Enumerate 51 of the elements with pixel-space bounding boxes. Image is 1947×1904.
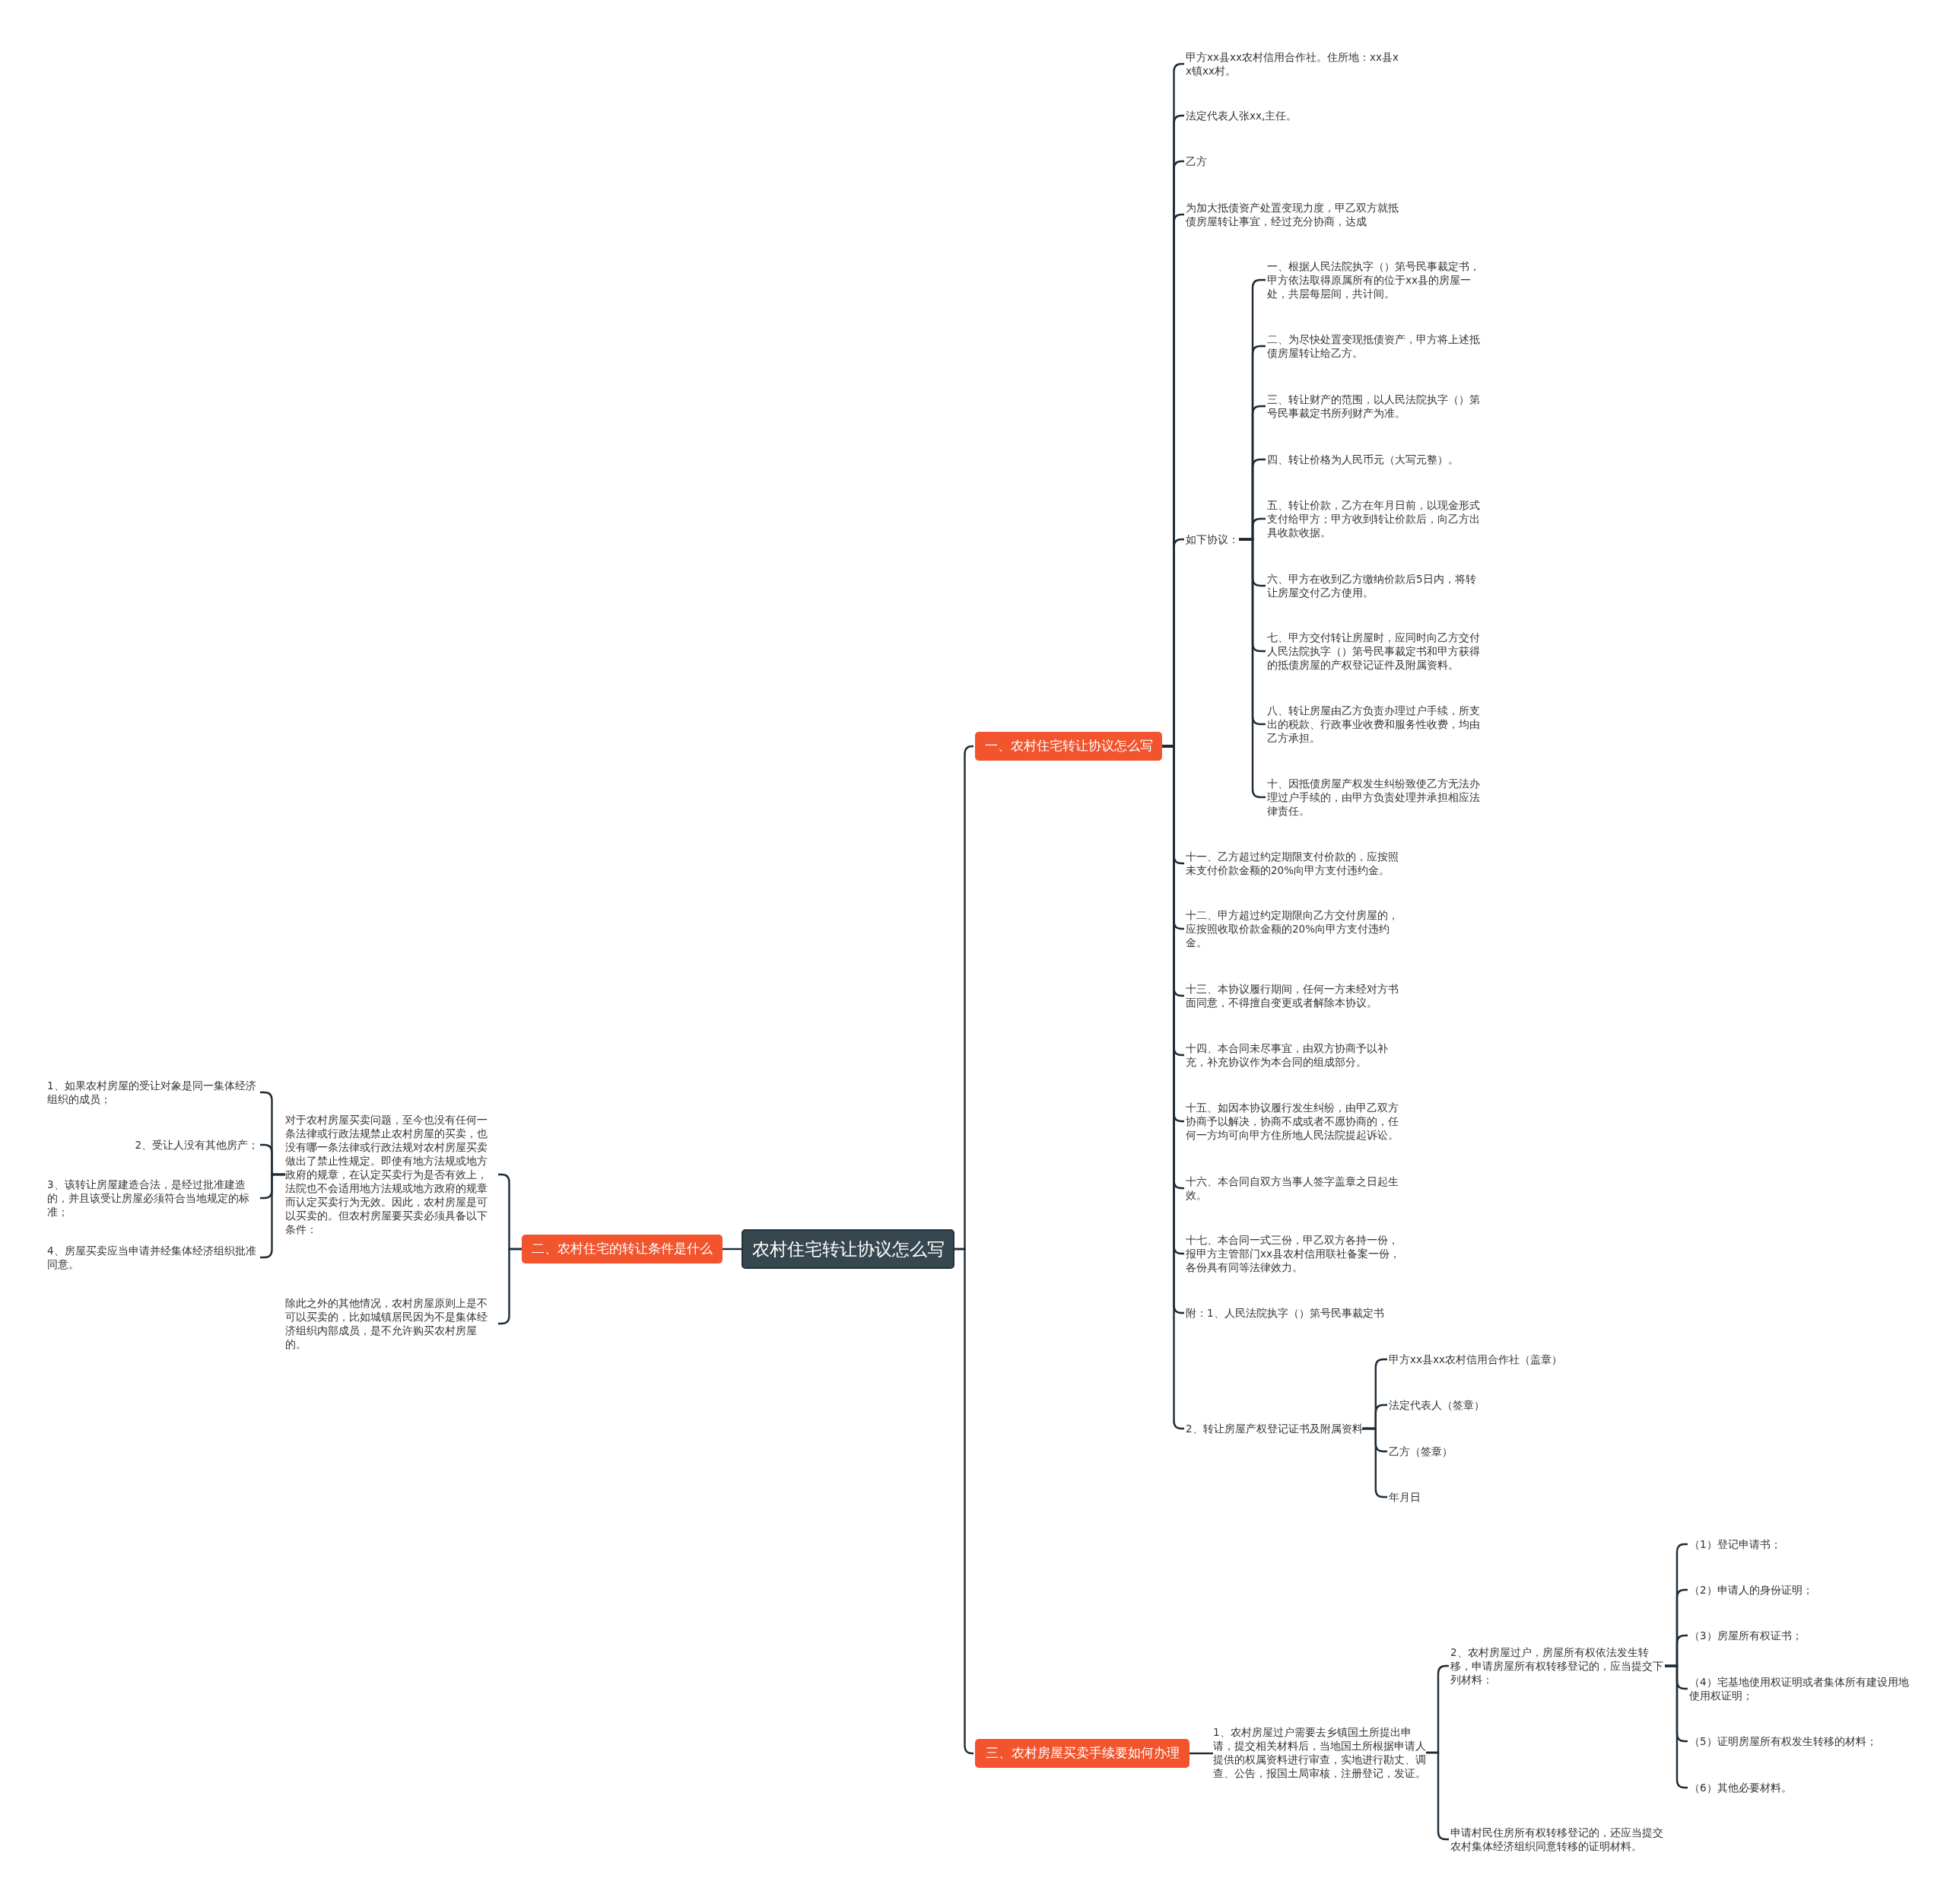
topic-text: （4）宅基地使用权证明或者集体所有建设用地使用权证明； <box>1689 1675 1910 1702</box>
connector-line <box>1426 1751 1449 1841</box>
topic-text: 二、为尽快处置变现抵债资产，甲方将上述抵债房屋转让给乙方。 <box>1267 332 1480 360</box>
topic-text: 法定代表人张xx,主任。 <box>1186 109 1297 122</box>
topic-text: 八、转让房屋由乙方负责办理过户手续，所支出的税款、行政事业收费和服务性收费，均由乙方承担。 <box>1267 704 1480 745</box>
topic-text: 1、农村房屋过户需要去乡镇国土所提出申请，提交相关材料后，当地国土所根据申请人提供的权属资料进行审查，实地进行勘丈、调查、公告，报国土局审核，注册登记，发证。 <box>1213 1725 1426 1780</box>
topic-text: 六、甲方在收到乙方缴纳价款后5日内，将转让房屋交付乙方使用。 <box>1267 572 1480 599</box>
branch-topic-box: 一、农村住宅转让协议怎么写 <box>975 732 1162 761</box>
topic-text: 2、转让房屋产权登记证书及附属资料 <box>1186 1422 1363 1435</box>
topic-text: 乙方 <box>1186 154 1207 168</box>
topic-text: 2、受让人没有其他房产； <box>135 1138 259 1152</box>
connector-line <box>1189 1752 1213 1755</box>
branch-topic-box: 三、农村房屋买卖手续要如何办理 <box>975 1739 1189 1768</box>
topic-text: 十、因抵债房屋产权发生纠纷致使乙方无法办理过户手续的，由甲方负责处理并承担相应法律责任。 <box>1267 777 1480 818</box>
topic-text: （6）其他必要材料。 <box>1689 1781 1792 1794</box>
topic-text: 甲方xx县xx农村信用合作社。住所地：xx县xx镇xx村。 <box>1186 50 1399 78</box>
topic-text: 十三、本协议履行期间，任何一方未经对方书面同意，不得擅自变更或者解除本协议。 <box>1186 982 1402 1009</box>
topic-text: 2、农村房屋过户，房屋所有权依法发生转移，申请房屋所有权转移登记的，应当提交下列材料： <box>1450 1645 1665 1686</box>
topic-text: 十六、本合同自双方当事人签字盖章之日起生效。 <box>1186 1175 1402 1202</box>
topic-text: 为加大抵债资产处置变现力度，甲乙双方就抵债房屋转让事宜，经过充分协商，达成 <box>1186 201 1402 228</box>
connector-line <box>1665 1664 1688 1789</box>
topic-text: （5）证明房屋所有权发生转移的材料； <box>1689 1734 1877 1748</box>
topic-text: 乙方（签章） <box>1389 1445 1453 1458</box>
topic-text: 十四、本合同未尽事宜，由双方协商予以补充，补充协议作为本合同的组成部分。 <box>1186 1041 1402 1069</box>
topic-text: 五、转让价款，乙方在年月日前，以现金形式支付给甲方；甲方收到转让价款后，向乙方出具收款收据。 <box>1267 498 1480 539</box>
topic-text: 十七、本合同一式三份，甲乙双方各持一份，报甲方主管部门xx县农村信用联社备案一份，各份具有同等法律效力。 <box>1186 1233 1402 1274</box>
topic-text: 十二、甲方超过约定期限向乙方交付房屋的，应按照收取价款金额的20%向甲方支付违约金。 <box>1186 908 1402 949</box>
topic-text: 4、房屋买卖应当申请并经集体经济组织批准同意。 <box>47 1244 259 1271</box>
topic-text: 3、该转让房屋建造合法，是经过批准建造的，并且该受让房屋必须符合当地规定的标准； <box>47 1178 259 1219</box>
topic-text: 如下协议： <box>1186 532 1239 546</box>
topic-text: 除此之外的其他情况，农村房屋原则上是不可以买卖的，比如城镇居民因为不是集体经济组织内部成员，是不允许购买农村房屋的。 <box>285 1296 497 1351</box>
branch-topic-box: 二、农村住宅的转让条件是什么 <box>522 1235 723 1264</box>
topic-text: 三、转让财产的范围，以人民法院执字（）第号民事裁定书所列财产为准。 <box>1267 393 1480 420</box>
topic-text: 1、如果农村房屋的受让对象是同一集体经济组织的成员； <box>47 1079 259 1106</box>
connector-line <box>723 1248 742 1251</box>
topic-text: 甲方xx县xx农村信用合作社（盖章） <box>1389 1353 1562 1366</box>
topic-text: 十五、如因本协议履行发生纠纷，由甲乙双方协商予以解决，协商不成或者不愿协商的，任何一方均可向甲方住所地人民法院提起诉讼。 <box>1186 1101 1402 1142</box>
topic-text: 申请村民住房所有权转移登记的，还应当提交农村集体经济组织同意转移的证明材料。 <box>1450 1826 1665 1853</box>
topic-text: 十一、乙方超过约定期限支付价款的，应按照未支付价款金额的20%向甲方支付违约金。 <box>1186 850 1402 877</box>
topic-text: 一、根据人民法院执字（）第号民事裁定书，甲方依法取得原属所有的位于xx县的房屋一处，共层每层间，共计间。 <box>1267 259 1480 300</box>
connector-line <box>954 1248 974 1755</box>
topic-text: （2）申请人的身份证明； <box>1689 1583 1813 1597</box>
topic-text: 法定代表人（签章） <box>1389 1398 1485 1412</box>
topic-text: 附：1、人民法院执字（）第号民事裁定书 <box>1186 1306 1384 1320</box>
topic-text: （3）房屋所有权证书； <box>1689 1629 1802 1642</box>
central-topic-box: 农村住宅转让协议怎么写 <box>742 1229 954 1269</box>
topic-text: 年月日 <box>1389 1490 1421 1504</box>
topic-text: （1）登记申请书； <box>1689 1537 1781 1551</box>
topic-text: 四、转让价格为人民币元（大写元整）。 <box>1267 453 1459 466</box>
topic-text: 七、甲方交付转让房屋时，应同时向乙方交付人民法院执字（）第号民事裁定书和甲方获得的抵债房屋的产权登记证件及附属资料。 <box>1267 631 1480 672</box>
topic-text: 对于农村房屋买卖问题，至今也没有任何一条法律或行政法规禁止农村房屋的买卖，也没有哪一条法律或行政法规对农村房屋买卖做出了禁止性规定。即使有地方法规或地方政府的规章，在认定买卖行为是否有效上，法院也不会适用地方法规或地方政府的规章而认定买卖行为无效。因此，农村房屋是可以买卖的。但农村房屋要买卖必须具备以下条件： <box>285 1113 497 1236</box>
